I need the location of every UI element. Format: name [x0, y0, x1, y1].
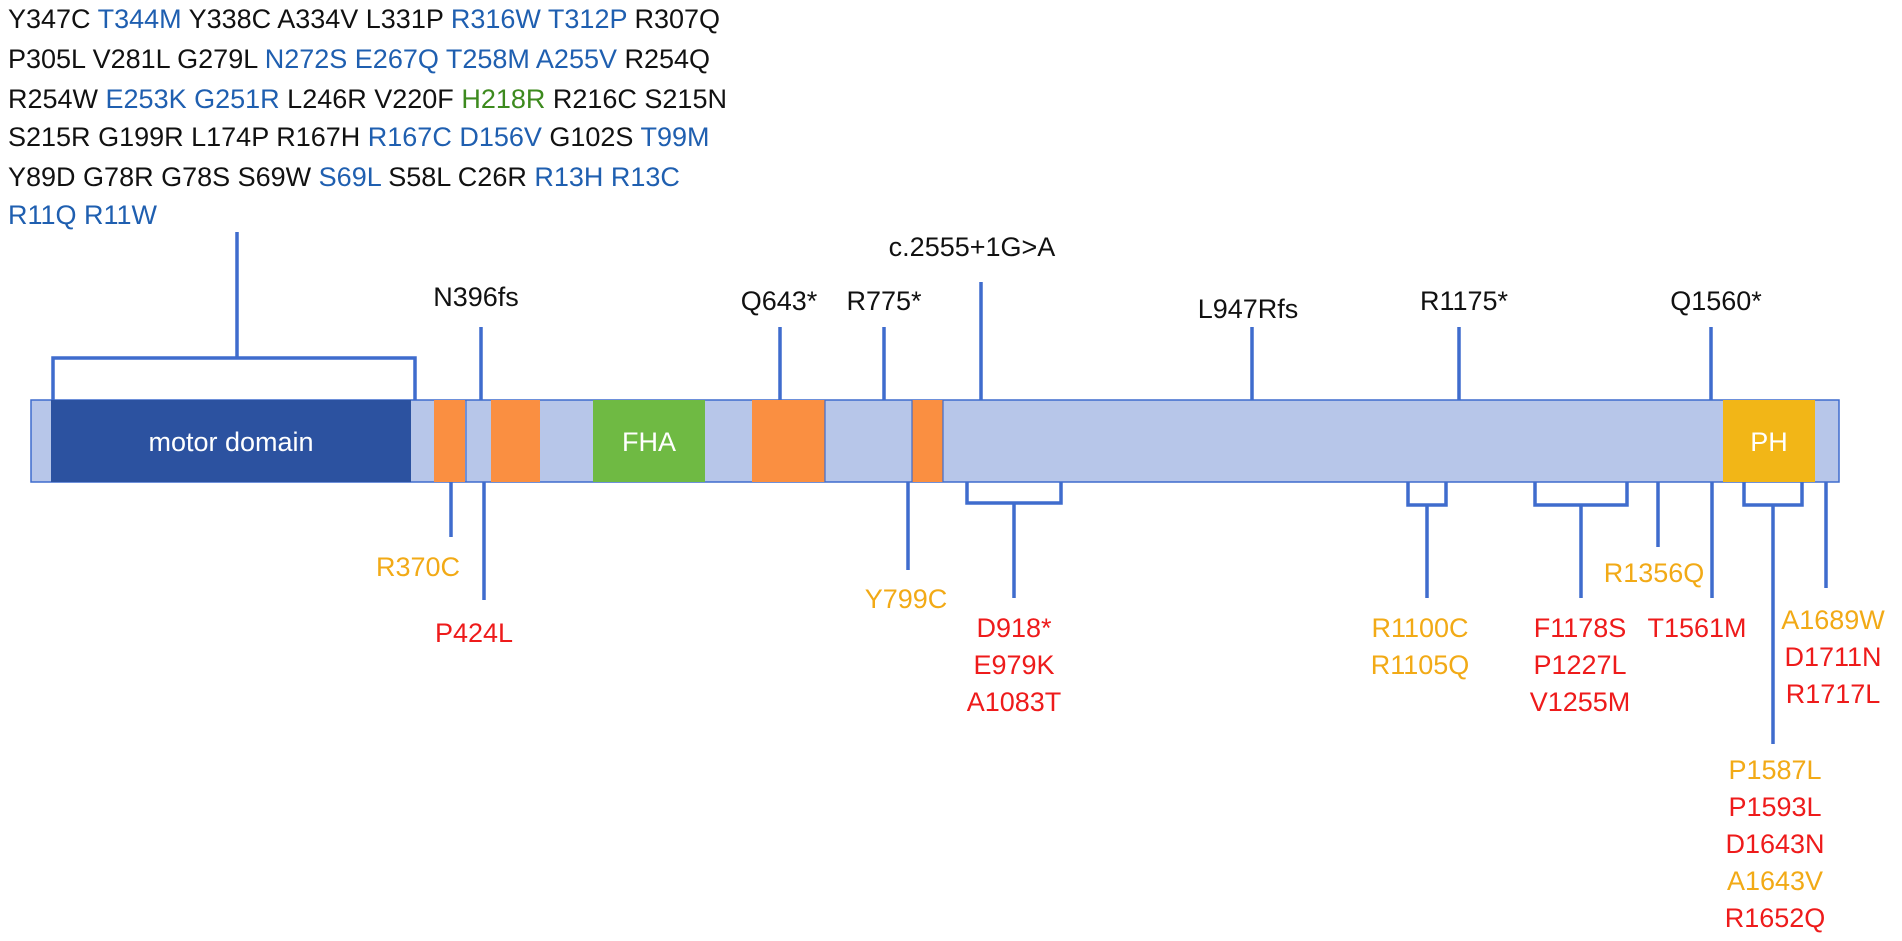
top-mutation-label: Q643* [741, 286, 818, 316]
bottom-mutation-label: R1100C [1371, 613, 1468, 643]
bottom-mutation-label: Y799C [865, 584, 948, 614]
mutation-label: T344M [91, 4, 182, 34]
mutation-label: G78S [154, 162, 231, 192]
motor-mutation-row: P305L V281L G279L N272S E267Q T258M A255… [8, 44, 710, 74]
bottom-mutation-label: A1689W [1781, 605, 1885, 635]
fha-domain [593, 400, 705, 482]
bottom-mutation-label: P1587L [1728, 755, 1821, 785]
mutation-label: V220F [367, 84, 454, 114]
mutation-label: T99M [633, 122, 709, 152]
top-mutation-label: R1175* [1420, 286, 1509, 316]
mutation-label: S215R [8, 122, 91, 152]
bottom-mutation-labels: R370C P424L Y799C D918* E979K A1083T R1100C R11… [376, 552, 1885, 933]
motor-mutation-row: R11Q R11W [8, 200, 158, 230]
mutation-label: Y89D [8, 162, 76, 192]
top-mutation-labels: N396fs Q643* R775* c.2555+1G>A L947Rfs R1175*… [433, 232, 1762, 324]
bottom-mutation-label: R370C [376, 552, 460, 582]
mutation-label: S58L [381, 162, 452, 192]
motor-mutation-row: S215R G199R L174P R167H R167C D156V G102… [8, 122, 709, 152]
top-mutation-label: c.2555+1G>A [889, 232, 1056, 262]
mutation-label: R316W [443, 4, 541, 34]
bottom-mutation-label: R1356Q [1604, 558, 1705, 588]
mutation-label: R254W [8, 84, 99, 114]
mutation-label: T312P [541, 4, 627, 34]
mutation-label: S69W [230, 162, 312, 192]
orange-segment-1 [434, 400, 465, 482]
bottom-mutation-label: T1561M [1647, 613, 1746, 643]
motor-mutation-list: Y347C T344M Y338C A334V L331P R316W T312… [8, 4, 727, 230]
bottom-mutation-label: R1105Q [1371, 650, 1470, 680]
bottom-mutation-label: P1227L [1533, 650, 1626, 680]
orange-segment-2 [491, 400, 540, 482]
motor-mutation-row: R254W E253K G251R L246R V220F H218R R216… [8, 84, 727, 114]
top-mutation-label: L947Rfs [1198, 294, 1299, 324]
top-mutation-label: N396fs [433, 282, 519, 312]
mutation-label: R167H [269, 122, 361, 152]
mutation-label: C26R [450, 162, 527, 192]
orange-segment-3 [752, 400, 825, 482]
mutation-label: V281L [85, 44, 171, 74]
mutation-label: G251R [187, 84, 280, 114]
bottom-mutation-label: D1643N [1725, 829, 1824, 859]
mutation-label: G199R [91, 122, 184, 152]
mutation-label: R11W [77, 200, 158, 230]
mutation-label: R254Q [617, 44, 710, 74]
bottom-mutation-label: V1255M [1530, 687, 1631, 717]
segment-dividers [465, 400, 944, 482]
top-mutation-label: Q1560* [1670, 286, 1762, 316]
mutation-label: L174P [184, 122, 269, 152]
mutation-label: G102S [542, 122, 634, 152]
mutation-label: A255V [530, 44, 617, 74]
mutation-label: Y347C [8, 4, 91, 34]
mutation-label: E253K [98, 84, 187, 114]
bottom-mutation-label: P1593L [1728, 792, 1821, 822]
orange-segment-4 [912, 400, 943, 482]
bottom-mutation-label: P424L [435, 618, 513, 648]
mutation-label: R11Q [8, 200, 77, 230]
bottom-mutation-label: A1083T [967, 687, 1062, 717]
mutation-label: R13C [603, 162, 680, 192]
connector-lines [51, 232, 1828, 744]
ph-domain [1723, 400, 1815, 482]
motor-mutation-row: Y347C T344M Y338C A334V L331P R316W T312… [8, 4, 720, 34]
mutation-label: R307Q [627, 4, 720, 34]
motor-domain [51, 400, 411, 482]
bottom-mutation-label: R1717L [1786, 679, 1881, 709]
mutation-label: Y338C [182, 4, 272, 34]
mutation-label: G78R [76, 162, 154, 192]
mutation-label: L246R [280, 84, 367, 114]
mutation-label: G279L [170, 44, 259, 74]
mutation-label: A334V [271, 4, 358, 34]
mutation-label: D156V [452, 122, 542, 152]
motor-mutation-row: Y89D G78R G78S S69W S69L S58L C26R R13H … [8, 162, 680, 192]
mutation-label: S69L [311, 162, 382, 192]
mutation-label: E267Q [347, 44, 439, 74]
ph-label: PH [1750, 427, 1788, 457]
mutation-label: T258M [439, 44, 530, 74]
mutation-label: R216C [545, 84, 637, 114]
bottom-mutation-label: R1652Q [1725, 903, 1826, 933]
fha-label: FHA [622, 427, 676, 457]
mutation-label: P305L [8, 44, 86, 74]
bottom-mutation-label: D918* [976, 613, 1052, 643]
top-mutation-label: R775* [846, 286, 922, 316]
motor-domain-label: motor domain [148, 427, 313, 457]
mutation-label: S215N [637, 84, 727, 114]
mutation-label: N272S [257, 44, 347, 74]
mutation-label: R167C [360, 122, 452, 152]
mutation-label: R13H [527, 162, 604, 192]
mutation-label: H218R [454, 84, 546, 114]
bottom-mutation-label: E979K [973, 650, 1054, 680]
mutation-label: L331P [358, 4, 443, 34]
bottom-mutation-label: D1711N [1784, 642, 1881, 672]
bottom-mutation-label: F1178S [1534, 613, 1627, 643]
bottom-mutation-label: A1643V [1727, 866, 1823, 896]
